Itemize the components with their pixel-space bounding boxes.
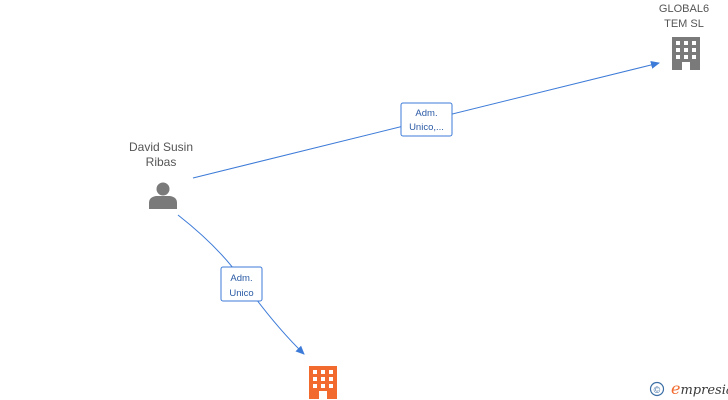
node-company-main[interactable] <box>309 366 337 399</box>
company-name-line1: GLOBAL6 <box>659 3 709 15</box>
edge-person-to-global6[interactable]: Adm. Unico,... <box>192 61 660 179</box>
edge-label-box <box>400 102 453 137</box>
brand-name-rest: mpresia <box>680 383 728 398</box>
copyright-symbol: © <box>654 385 661 395</box>
brand-name: empresia <box>671 379 728 398</box>
copyright-icon <box>649 381 665 397</box>
building-icon <box>309 366 337 399</box>
person-name-line1: David Susin <box>129 140 193 154</box>
building-icon <box>672 37 700 70</box>
company-name-line2: TEM SL <box>664 18 704 30</box>
edge-label-global6[interactable]: Adm. Unico,... <box>400 102 453 137</box>
node-company-global6[interactable]: GLOBAL6 TEM SL <box>659 3 709 70</box>
person-name-line2: Ribas <box>146 155 177 169</box>
person-icon <box>149 182 177 209</box>
edge-label-line1: Adm. <box>230 273 252 284</box>
edge-label-box <box>220 266 263 302</box>
edge-label-main[interactable]: Adm. Unico <box>220 266 263 302</box>
brand-name-first: e <box>671 379 680 398</box>
node-person[interactable]: David Susin Ribas <box>129 140 193 209</box>
brand-watermark: © empresia <box>649 379 728 398</box>
edge-label-line2: Unico <box>229 288 253 299</box>
edge-label-line2: Unico,... <box>409 122 444 133</box>
edge-label-line1: Adm. <box>415 108 437 119</box>
edge-person-to-main-company[interactable]: Adm. Unico <box>177 214 305 355</box>
